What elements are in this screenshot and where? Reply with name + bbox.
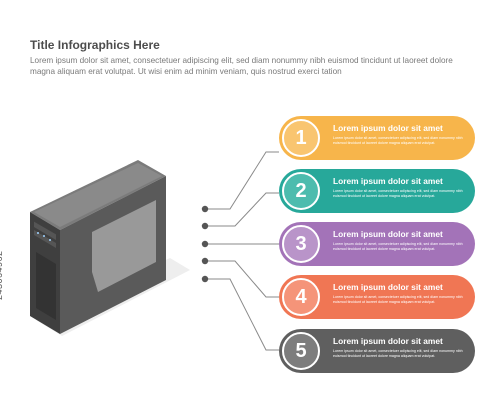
connector-dot bbox=[201, 222, 209, 230]
item-text: Lorem ipsum dolor sit amet, consectetuer… bbox=[333, 189, 463, 198]
item-title: Lorem ipsum dolor sit amet bbox=[333, 229, 443, 239]
info-item-5: 5 Lorem ipsum dolor sit amet Lorem ipsum… bbox=[279, 329, 475, 373]
connector-dot bbox=[201, 257, 209, 265]
connector-dot bbox=[201, 240, 209, 248]
item-title: Lorem ipsum dolor sit amet bbox=[333, 176, 443, 186]
step-number-1: 1 bbox=[282, 119, 320, 157]
info-item-1: 1 Lorem ipsum dolor sit amet Lorem ipsum… bbox=[279, 116, 475, 160]
connector-dots bbox=[201, 205, 209, 283]
server-tower-icon bbox=[30, 160, 190, 336]
item-text: Lorem ipsum dolor sit amet, consectetuer… bbox=[333, 295, 463, 304]
item-title: Lorem ipsum dolor sit amet bbox=[333, 336, 443, 346]
step-number-4: 4 bbox=[282, 278, 320, 316]
item-text: Lorem ipsum dolor sit amet, consectetuer… bbox=[333, 349, 463, 358]
page-subtitle: Lorem ipsum dolor sit amet, consectetuer… bbox=[30, 56, 453, 76]
info-item-2: 2 Lorem ipsum dolor sit amet Lorem ipsum… bbox=[279, 169, 475, 213]
item-title: Lorem ipsum dolor sit amet bbox=[333, 123, 443, 133]
connector-dot bbox=[201, 205, 209, 213]
item-text: Lorem ipsum dolor sit amet, consectetuer… bbox=[333, 136, 463, 145]
stock-image-id: 243064962 bbox=[0, 250, 4, 300]
page-title: Title Infographics Here bbox=[30, 38, 160, 52]
connector-lines bbox=[205, 151, 279, 351]
connector-dot bbox=[201, 275, 209, 283]
step-number-3: 3 bbox=[282, 225, 320, 263]
item-title: Lorem ipsum dolor sit amet bbox=[333, 282, 443, 292]
step-number-2: 2 bbox=[282, 172, 320, 210]
info-item-4: 4 Lorem ipsum dolor sit amet Lorem ipsum… bbox=[279, 275, 475, 319]
item-text: Lorem ipsum dolor sit amet, consectetuer… bbox=[333, 242, 463, 251]
step-number-5: 5 bbox=[282, 332, 320, 370]
info-item-3: 3 Lorem ipsum dolor sit amet Lorem ipsum… bbox=[279, 222, 475, 266]
